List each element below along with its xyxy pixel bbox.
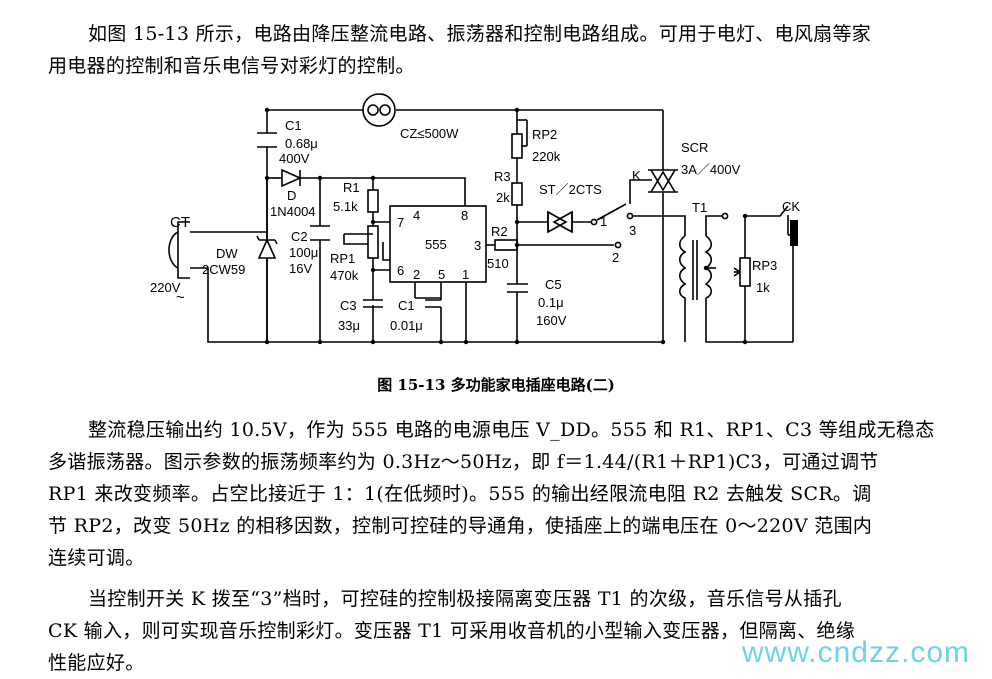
c1-top-voltage: 400V [279, 151, 310, 166]
ic-555-label: 555 [425, 237, 447, 252]
r2-value: 510 [487, 256, 509, 271]
c2-label: C2 [291, 229, 308, 244]
pin-1: 1 [462, 267, 469, 282]
rp1-label: RP1 [330, 251, 355, 266]
music-control-paragraph: 当控制开关 K 拨至“3”档时，可控硅的控制极接隔离变压器 T1 的次级，音乐信… [48, 583, 948, 679]
c2-voltage: 16V [289, 261, 312, 276]
r1-label: R1 [343, 180, 360, 195]
rp1-value: 470k [330, 268, 359, 283]
c1-top-label: C1 [285, 118, 302, 133]
c1-bottom-value: 0.01μ [390, 318, 423, 333]
diac-label: ST／2CTS [539, 182, 602, 197]
site-watermark: www.cndzz.com [741, 636, 970, 669]
ac-voltage-label: 220V [150, 280, 181, 295]
c5-label: C5 [545, 277, 562, 292]
rp2-value: 220k [532, 149, 561, 164]
music-line-3: 性能应好。 [48, 652, 145, 674]
explanation-line-2: 多谐振荡器。图示参数的振荡频率约为 0.3Hz～50Hz，即 f＝1.44/(R… [48, 451, 879, 473]
diode-label: D [287, 188, 296, 203]
dw-part-label: 2CW59 [202, 262, 245, 277]
pin-2: 2 [413, 267, 420, 282]
c2-value: 100μ [289, 245, 318, 260]
ac-tilde: ~ [176, 289, 185, 306]
circuit-diagram: CT 220V ~ DW 2CW59 C1 0.68μ 400V D 1N400… [150, 93, 800, 345]
pin-8: 8 [461, 208, 468, 223]
switch-pos-1: 1 [600, 214, 607, 229]
jack-ck-label: CK [782, 199, 800, 214]
ct-label: CT [170, 214, 190, 231]
outlet-label: CZ≤500W [400, 126, 459, 141]
switch-pos-2: 2 [612, 250, 619, 265]
scr-rating: 3A／400V [681, 162, 741, 177]
c1-bottom-label: C1 [398, 298, 415, 313]
explanation-line-5: 连续可调。 [48, 547, 145, 569]
pin-5: 5 [438, 267, 445, 282]
pin-7: 7 [397, 215, 404, 230]
explanation-line-1: 整流稳压输出约 10.5V，作为 555 电路的电源电压 V_DD。555 和 … [88, 419, 935, 441]
r1-value: 5.1k [333, 199, 358, 214]
explanation-line-3: RP1 来改变频率。占空比接近于 1：1(在低频时)。555 的输出经限流电阻 … [48, 483, 872, 505]
intro-paragraph: 如图 15-13 所示，电路由降压整流电路、振荡器和控制电路组成。可用于电灯、电… [48, 18, 948, 82]
figure-caption: 图 15-13 多功能家电插座电路(二) [377, 376, 615, 394]
c1-top-value: 0.68μ [285, 136, 318, 151]
switch-pos-3: 3 [629, 223, 636, 238]
pin-4: 4 [413, 208, 420, 223]
r3-value: 2k [496, 190, 510, 205]
dw-label: DW [216, 246, 238, 261]
switch-k-label: K [632, 168, 641, 183]
c3-value: 33μ [338, 318, 360, 333]
explanation-line-4: 节 RP2，改变 50Hz 的相移因数，控制可控硅的导通角，使插座上的端电压在 … [48, 515, 873, 537]
intro-line-2: 用电器的控制和音乐电信号对彩灯的控制。 [48, 55, 415, 77]
scr-label: SCR [681, 140, 708, 155]
diode-part-label: 1N4004 [270, 204, 316, 219]
intro-line-1: 如图 15-13 所示，电路由降压整流电路、振荡器和控制电路组成。可用于电灯、电… [88, 23, 872, 45]
c5-voltage: 160V [536, 313, 567, 328]
pin-3: 3 [474, 238, 481, 253]
transformer-label: T1 [692, 200, 707, 215]
r2-label: R2 [491, 224, 508, 239]
r3-label: R3 [494, 169, 511, 184]
explanation-paragraph: 整流稳压输出约 10.5V，作为 555 电路的电源电压 V_DD。555 和 … [48, 414, 948, 574]
music-line-1: 当控制开关 K 拨至“3”档时，可控硅的控制极接隔离变压器 T1 的次级，音乐信… [88, 588, 842, 610]
rp2-label: RP2 [532, 127, 557, 142]
pin-6: 6 [397, 263, 404, 278]
music-line-2: CK 输入，则可实现音乐控制彩灯。变压器 T1 可采用收音机的小型输入变压器，但… [48, 620, 856, 642]
rp3-value: 1k [756, 280, 770, 295]
c5-value: 0.1μ [538, 295, 564, 310]
c3-label: C3 [340, 298, 357, 313]
rp3-label: RP3 [752, 258, 777, 273]
